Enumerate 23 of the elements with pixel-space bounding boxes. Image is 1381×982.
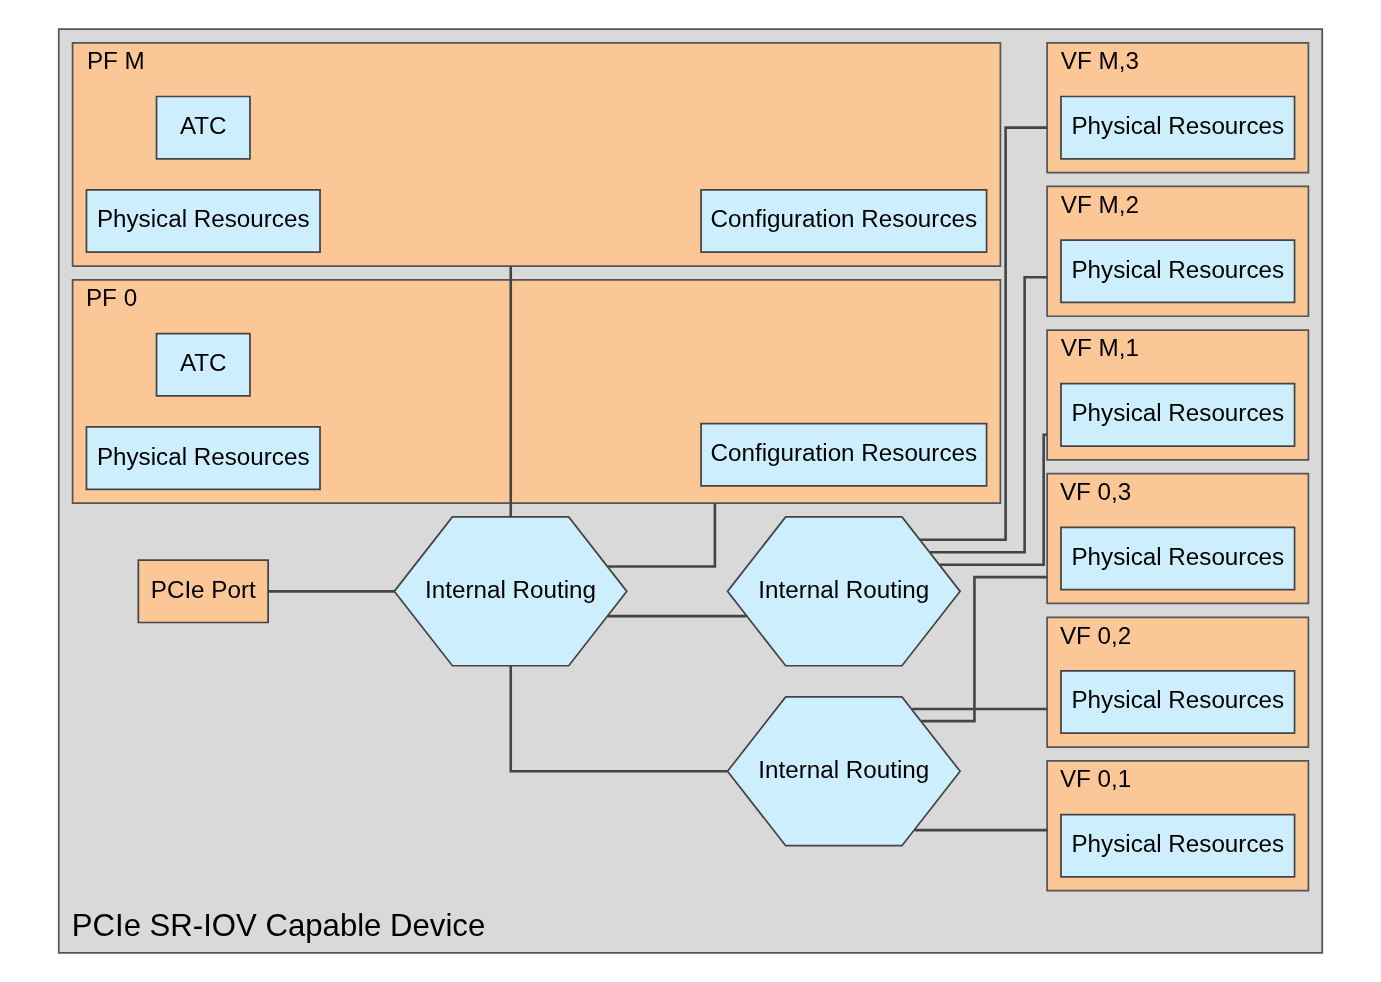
connector [607,503,717,568]
connector [268,590,394,593]
node-box: ATC [155,332,251,397]
node-box: Physical Resources [85,189,321,254]
node-box: Physical Resources [1060,95,1296,160]
connector [919,126,1048,542]
connector [607,614,747,618]
node-box: Physical Resources [1060,813,1296,878]
node-box: ATC [155,95,251,160]
connector [509,666,728,773]
node-box: Physical Resources [1060,382,1296,447]
node-box: PCIe Port [137,559,269,624]
connector [912,707,1048,711]
node-box: Physical Resources [1060,670,1296,735]
connector [914,828,1048,832]
connector [921,575,1048,723]
node-box: Physical Resources [1060,526,1296,591]
connector [509,266,513,517]
connector [939,433,1048,566]
node-box: Configuration Resources [700,189,988,254]
node-box: Physical Resources [85,426,321,491]
node-box: Physical Resources [1060,239,1296,304]
node-box: Configuration Resources [700,422,988,487]
